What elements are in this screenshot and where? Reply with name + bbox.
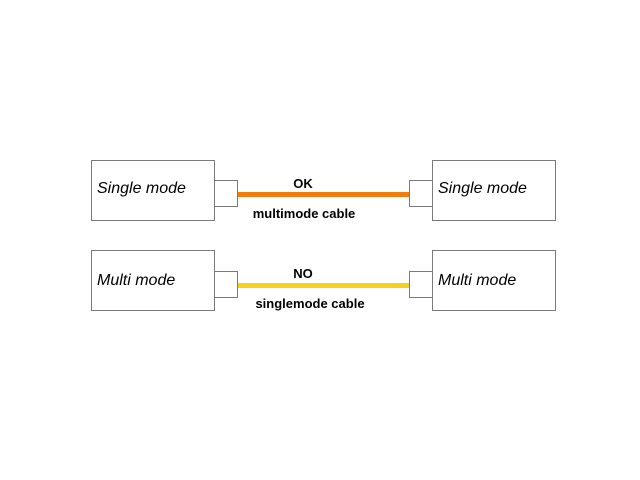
cable-line <box>238 192 411 197</box>
left-device-box <box>91 160 215 221</box>
right-device-box <box>432 250 556 311</box>
right-device-label: Multi mode <box>438 272 517 289</box>
right-device-label: Single mode <box>438 180 527 197</box>
left-port <box>214 180 238 207</box>
left-device-box <box>91 250 215 311</box>
right-device-box <box>432 160 556 221</box>
cable-type-label: singlemode cable <box>255 296 365 311</box>
left-device-label: Multi mode <box>97 272 176 289</box>
cable-type-label: multimode cable <box>252 206 356 221</box>
cable-line <box>238 283 411 288</box>
left-port <box>214 271 238 298</box>
right-port <box>409 271 433 298</box>
right-port <box>409 180 433 207</box>
left-device-label: Single mode <box>97 180 186 197</box>
connection-status: NO <box>293 266 313 281</box>
connection-status: OK <box>293 176 313 191</box>
